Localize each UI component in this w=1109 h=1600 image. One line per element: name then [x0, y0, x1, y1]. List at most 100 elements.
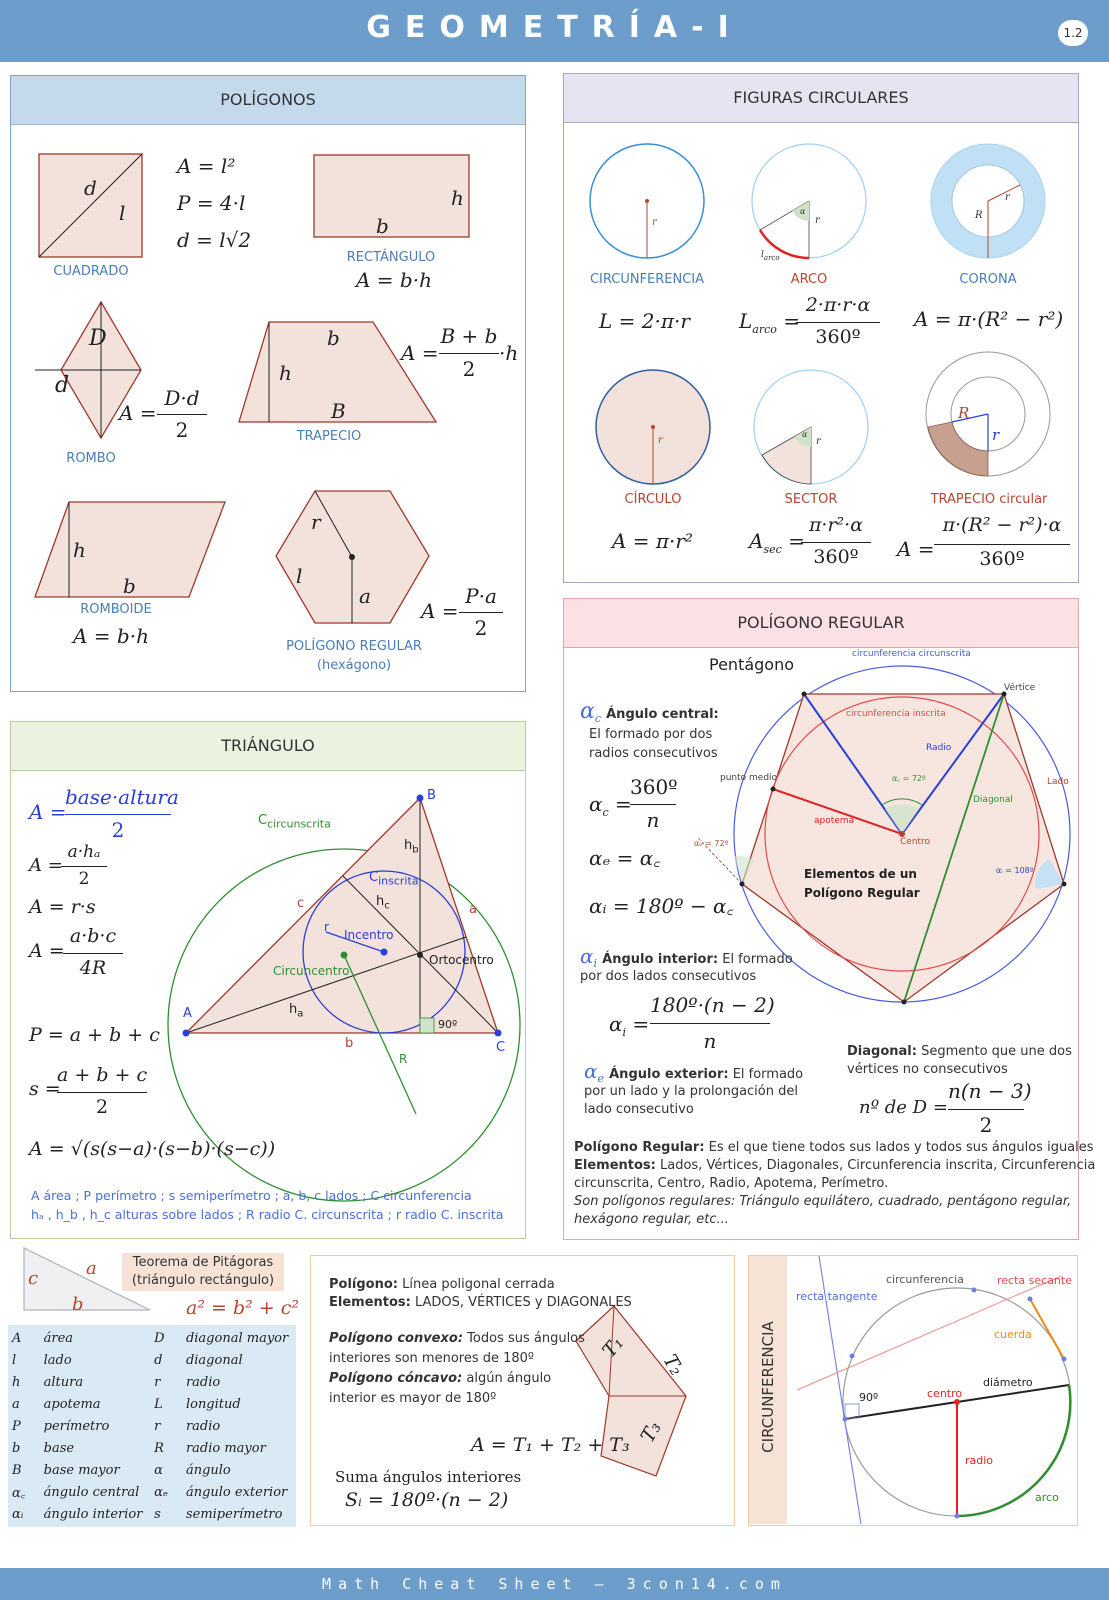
glossary-meaning: base mayor	[43, 1462, 120, 1478]
polygon-definition-panel: T₁ T₂ T₃ Polígono: Línea poligonal cerra…	[310, 1255, 735, 1526]
fig-center-label: centro	[927, 1387, 963, 1400]
triangle-f7-heron: A = √(s(s−a)·(s−b)·(s−c))	[29, 1138, 276, 1160]
glossary-symbol: r	[154, 1418, 161, 1434]
glossary-symbol: α	[154, 1462, 163, 1478]
annular-sector-formula-bar	[934, 544, 1070, 545]
glossary-symbol: αᵢ	[12, 1506, 24, 1522]
circumradius-label: R	[399, 1052, 408, 1066]
fig-midpoint-label: punto medio	[720, 773, 778, 783]
fig-right-angle-label: 90º	[859, 1391, 879, 1404]
triangle-f1-bar	[65, 814, 171, 815]
glossary-meaning: radio mayor	[185, 1440, 266, 1456]
polygons-title: POLÍGONOS	[11, 76, 525, 125]
triangle-f2-bar	[61, 866, 107, 867]
pythagoras-a: a	[86, 1258, 97, 1279]
fig-exterior-angle: αₑ = 72º	[694, 839, 729, 848]
pythagoras-formula: a² = b² + c²	[186, 1297, 299, 1319]
square-label: CUADRADO	[53, 264, 129, 279]
interior-formula2-bar	[650, 1023, 770, 1024]
central-formula-lhs: αc =	[589, 792, 632, 819]
triangle-legend-1: A área ; P perímetro ; s semiperímetro ;…	[31, 1188, 472, 1203]
pythagoras-title-2: (triángulo rectángulo)	[131, 1273, 275, 1288]
annulus-label: CORONA	[959, 272, 1017, 287]
polygons-figures	[34, 153, 470, 624]
pythagoras-c: c	[28, 1268, 39, 1289]
triangle-f4-lhs: A =	[29, 940, 65, 962]
arc-red-segment	[758, 229, 810, 260]
polygon-elements: Elementos: LADOS, VÉRTICES y DIAGONALES	[329, 1295, 632, 1310]
hexagon-formula-den: 2	[474, 616, 488, 640]
pythagoras-figure	[23, 1247, 151, 1311]
pentagon-title: Pentágono	[709, 655, 795, 674]
diagonal-text-2: vértices no consecutivos	[847, 1062, 1008, 1077]
area-sum-formula: A = T₁ + T₂ + T₃	[471, 1434, 630, 1456]
glossary-meaning: área	[43, 1330, 74, 1346]
fig-circumscribed-label: circunferencia circunscrita	[852, 649, 971, 659]
hexagon-label-1: POLÍGONO REGULAR	[286, 639, 422, 654]
triangle-panel: TRIÁNGULO A = base·altura 2 A = a·hₐ 2 A…	[10, 721, 526, 1239]
fig-side-label: Lado	[1047, 777, 1069, 787]
glossary-meaning: diagonal mayor	[185, 1330, 289, 1346]
triangle-f6-lhs: s =	[29, 1078, 61, 1100]
pentagon-shape	[741, 693, 1065, 1003]
circular-title: FIGURAS CIRCULARES	[564, 74, 1078, 123]
polygon-decomposition-figure	[575, 1305, 687, 1477]
triangle-f4-den: 4R	[79, 957, 107, 979]
trapezoid-formula-num: B + b	[440, 324, 498, 348]
right-triangle-shape	[23, 1247, 151, 1311]
fig-center-text-1: Elementos de un	[804, 867, 917, 881]
central-angle-heading: αc Ángulo central:	[580, 699, 719, 726]
diagonal-line	[903, 693, 1005, 1003]
page-badge: 1.2	[1058, 20, 1088, 46]
apothem-line	[772, 788, 903, 835]
arc-angle-wedge	[792, 201, 809, 221]
pythagoras-b: b	[72, 1294, 84, 1315]
square-formula-diagonal: d = l√2	[177, 228, 252, 252]
polygon-definition: Polígono: Línea poligonal cerrada	[329, 1277, 555, 1292]
hexagon-r-label: r	[311, 510, 321, 534]
hexagon-label-2: (hexágono)	[316, 658, 392, 673]
regular-definition: Polígono Regular: Es el que tiene todos …	[574, 1140, 1094, 1155]
hexagon-formula-num: P·a	[465, 584, 497, 608]
triangle-title: TRIÁNGULO	[11, 722, 525, 771]
hexagon-center	[349, 554, 355, 560]
annulus-R: R	[975, 210, 983, 221]
rhombus-d-label: d	[55, 373, 70, 398]
rhombus-formula-den: 2	[175, 418, 189, 442]
regular-elements-2: circunscrita, Centro, Radio, Apotema, Pe…	[574, 1176, 889, 1191]
regular-elements-1: Elementos: Lados, Vértices, Diagonales, …	[574, 1158, 1096, 1173]
inscribed-label: Cinscrita	[369, 870, 419, 888]
glossary-symbol: s	[154, 1506, 161, 1522]
regular-examples-1: Son polígonos regulares: Triángulo equil…	[574, 1194, 1072, 1209]
rectangle-b-label: b	[376, 214, 389, 238]
sector-formula-bar	[801, 542, 871, 543]
square-formula-perimeter: P = 4·l	[177, 191, 246, 215]
glossary-meaning: altura	[43, 1374, 84, 1390]
glossary-meaning: perímetro	[43, 1418, 110, 1434]
triangle-f2-den: 2	[78, 869, 90, 889]
triangle-figure	[167, 794, 521, 1202]
glossary-symbol: a	[12, 1396, 20, 1412]
exterior-equals-central: αₑ = α꜀	[589, 846, 661, 870]
triangle-f1-den: 2	[111, 818, 125, 842]
central-formula-den: n	[646, 808, 660, 832]
trapezoid-shape	[238, 321, 438, 423]
annular-sector-formula-den: 360º	[979, 548, 1025, 570]
triangle-f3: A = r·s	[29, 896, 96, 918]
arc-formula-num: 2·π·r·α	[805, 294, 871, 316]
glossary-meaning: ángulo	[185, 1462, 231, 1478]
radius-line-2	[901, 693, 1005, 835]
exterior-angle-text-2: por un lado y la prolongación del	[584, 1084, 798, 1099]
inradius-label: r	[324, 920, 329, 934]
diagonal-formula-bar	[948, 1109, 1024, 1110]
triangle-f4-num: a·b·c	[69, 925, 117, 947]
square-diagonal	[38, 153, 143, 258]
diagonal-text-1: Diagonal: Segmento que une dos	[847, 1044, 1072, 1059]
glossary-meaning: lado	[43, 1352, 72, 1368]
circular-figures	[589, 143, 1051, 485]
orthocenter-label: Ortocentro	[429, 953, 494, 967]
fig-inscribed-label: circunferencia inscrita	[846, 709, 946, 719]
